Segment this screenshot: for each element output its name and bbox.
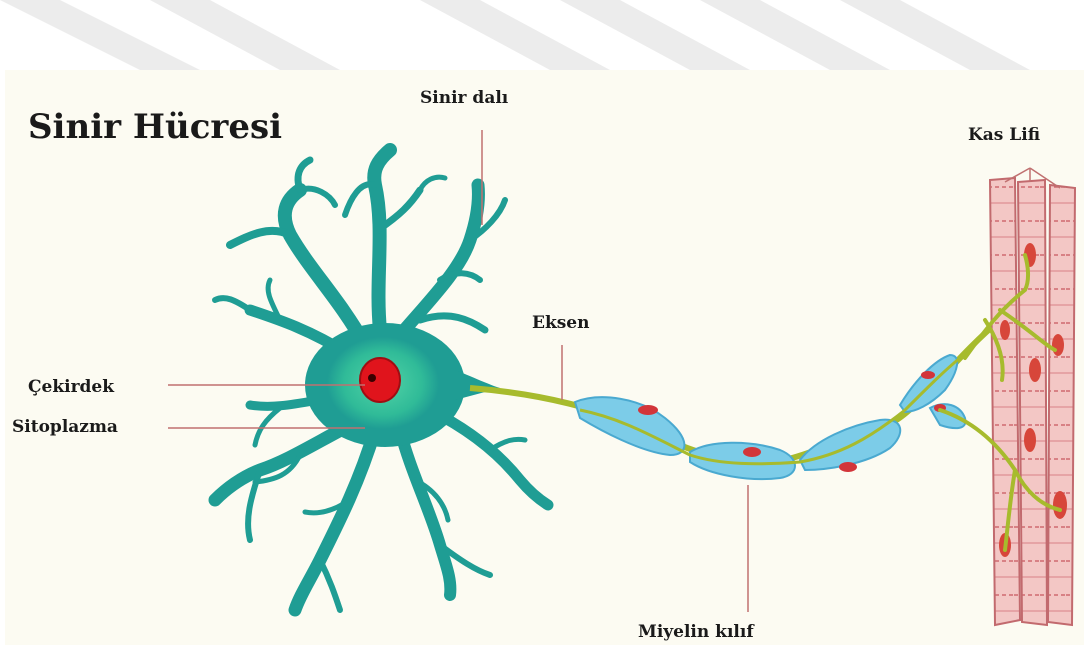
- diagram-background: [5, 70, 1084, 645]
- label-axon: Eksen: [532, 313, 589, 333]
- nucleus: [360, 358, 400, 402]
- label-muscle-fiber: Kas Lifi: [968, 125, 1040, 145]
- watermark-stripes: [0, 0, 1030, 70]
- diagram-title: Sinir Hücresi: [28, 107, 282, 147]
- nucleolus: [368, 374, 376, 382]
- label-dendrite: Sinir dalı: [420, 88, 509, 108]
- label-myelin: Miyelin kılıf: [638, 622, 755, 642]
- label-cytoplasm: Sitoplazma: [12, 417, 118, 437]
- label-nucleus: Çekirdek: [28, 377, 115, 397]
